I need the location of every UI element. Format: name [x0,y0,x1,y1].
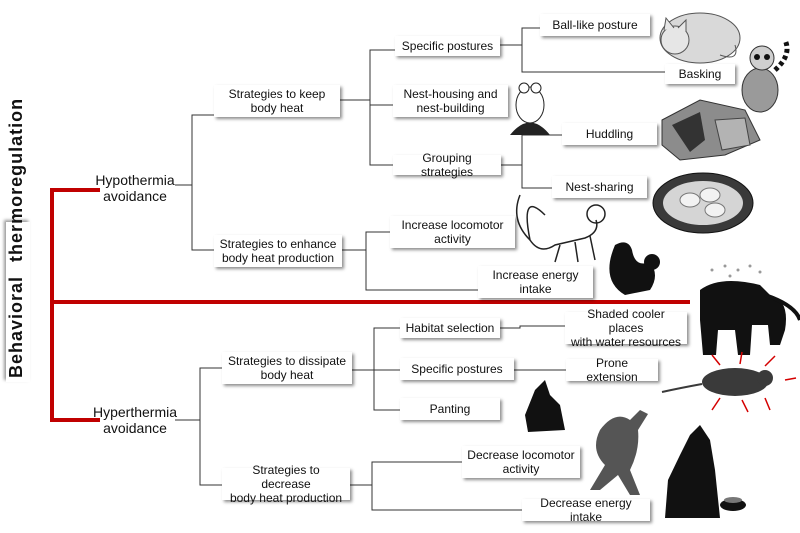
water-spray-dots [710,264,762,278]
shaded-places-node: Shaded cooler places with water resource… [565,307,687,349]
dec-locomotor-line2: activity [502,462,540,476]
dissipate-line1: Strategies to dissipate [227,354,347,368]
decrease-locomotor-node: Decrease locomotor activity [462,446,580,478]
heat-arrows [711,351,797,413]
increase-locomotor-node: Increase locomotor activity [390,216,515,248]
nest-pups-illustration [652,172,754,234]
nest-sharing-node: Nest-sharing [552,176,647,198]
decrease-line2: body heat production [229,491,343,505]
panting-dog-illustration [525,380,565,432]
hypothermia-avoidance-node: Hypothermia avoidance [85,172,185,204]
hypothermia-label-line1: Hypothermia [95,172,175,188]
connector-lines [175,27,665,511]
shaded-line1: Shaded cooler places [587,307,665,335]
food-bowl-illustration [720,497,746,511]
root-label: Behavioral thermoregulation [6,98,30,382]
keep-body-heat-node: Strategies to keep body heat [214,85,340,117]
elephant-illustration [700,264,800,355]
nest-housing-node: Nest-housing and nest-building [393,85,508,117]
dissipate-line2: body heat [260,368,314,382]
nest-line1: Nest-housing and [403,87,498,101]
inc-energy-line2: intake [519,282,552,296]
nest-line2: nest-building [416,101,485,115]
monkey-illustration [515,194,606,263]
hyperthermia-label-line1: Hyperthermia [92,404,178,420]
enhance-heat-production-node: Strategies to enhance body heat producti… [214,235,342,267]
hyperthermia-avoidance-node: Hyperthermia avoidance [85,404,185,436]
enhance-line1: Strategies to enhance [219,237,337,251]
hyperthermia-label-line2: avoidance [103,420,167,436]
decrease-energy-intake-node: Decrease energy intake [522,496,650,524]
sleeping-cat-illustration [659,12,741,64]
prone-extension-node: Prone extension [566,356,658,384]
panting-node: Panting [400,398,500,420]
hypothermia-label-line2: avoidance [103,188,167,204]
inc-locomotor-line1: Increase locomotor [401,218,504,232]
specific-postures-node: Specific postures [395,36,500,56]
root-word-1: Behavioral [6,275,26,378]
prone-mouse-illustration [661,351,797,413]
decrease-line1: Strategies to decrease [252,463,320,491]
inc-energy-line1: Increase energy [492,268,579,282]
lemur-illustration [741,38,790,113]
red-bracket [50,188,690,422]
dec-locomotor-line1: Decrease locomotor [467,448,575,462]
shaded-line2: with water resources [570,335,682,349]
grouping-strategies-node: Grouping strategies [393,151,501,179]
dissipate-heat-node: Strategies to dissipate body heat [222,352,352,384]
increase-energy-intake-node: Increase energy intake [478,266,593,298]
sitting-dog-illustration [665,425,720,518]
keep-heat-line1: Strategies to keep [228,87,326,101]
habitat-selection-node: Habitat selection [400,318,500,338]
root-word-2: thermoregulation [6,97,26,262]
huddling-node: Huddling [562,123,657,145]
specific-postures-hyper-node: Specific postures [400,358,514,380]
decrease-heat-production-node: Strategies to decrease body heat product… [222,463,350,505]
enhance-line2: body heat production [221,251,335,265]
huddling-animals-illustration [661,99,761,161]
ball-like-posture-node: Ball-like posture [540,14,650,36]
squirrel-illustration [609,242,660,295]
basking-node: Basking [665,64,735,84]
hamster-illustration [510,82,550,135]
inc-locomotor-line2: activity [434,232,471,246]
keep-heat-line2: body heat [250,101,304,115]
sloth-illustration [590,410,648,495]
